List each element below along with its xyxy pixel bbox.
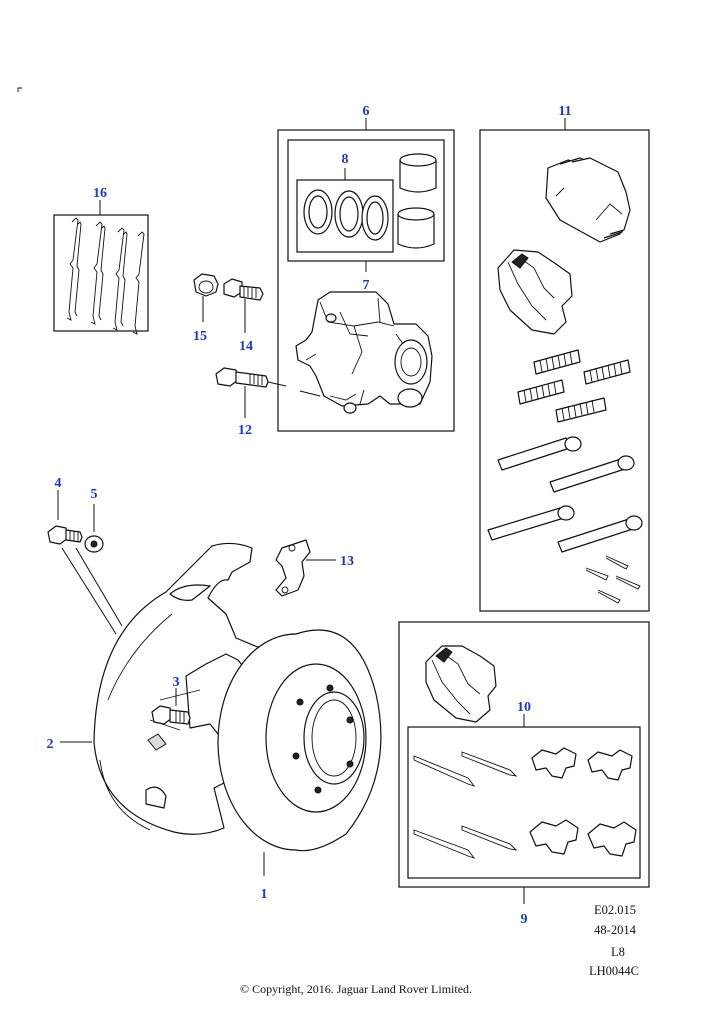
callout-8[interactable]: 8 — [342, 152, 349, 167]
pistons — [397, 153, 437, 249]
backing-plate-2 — [60, 542, 261, 835]
caliper-assembly-6 — [277, 118, 455, 432]
illustration-id: LH0044C — [589, 964, 639, 978]
callout-3[interactable]: 3 — [173, 675, 180, 690]
pad-kit-9 — [398, 621, 650, 904]
callout-10[interactable]: 10 — [517, 700, 531, 715]
bracket-13 — [275, 539, 336, 597]
callout-13[interactable]: 13 — [340, 554, 354, 569]
callout-12[interactable]: 12 — [238, 423, 252, 438]
callout-2[interactable]: 2 — [47, 737, 54, 752]
seals-8 — [303, 189, 389, 241]
corner-mark — [17, 87, 22, 92]
clip-kit-16 — [53, 200, 149, 335]
reference-block: E02.015 48-2014 L8 LH0044C — [589, 903, 639, 978]
bolt-4 — [47, 490, 83, 545]
callout-11[interactable]: 11 — [558, 104, 571, 119]
guide-bolt-14 — [223, 278, 264, 333]
guide-pins — [487, 436, 643, 553]
callout-4[interactable]: 4 — [55, 476, 62, 491]
caliper-7 — [295, 291, 433, 414]
reference-code: E02.015 — [594, 903, 636, 917]
callout-14[interactable]: 14 — [239, 339, 253, 354]
callout-16[interactable]: 16 — [93, 186, 107, 201]
springs — [517, 349, 631, 423]
callout-7[interactable]: 7 — [363, 278, 370, 293]
pad-pins-10 — [413, 751, 518, 859]
washer-5 — [84, 504, 104, 553]
bush-15 — [193, 273, 219, 322]
copyright-notice: © Copyright, 2016. Jaguar Land Rover Lim… — [240, 982, 472, 996]
callout-1[interactable]: 1 — [261, 887, 268, 902]
callout-5[interactable]: 5 — [91, 487, 98, 502]
reference-level: L8 — [611, 945, 625, 959]
brake-disc-1 — [217, 629, 382, 876]
callout-6[interactable]: 6 — [363, 104, 370, 119]
bolt-3 — [151, 688, 191, 725]
pad-kit-11 — [479, 118, 650, 612]
anti-rattle-clips-10 — [529, 747, 637, 857]
reference-date: 48-2014 — [594, 923, 636, 937]
callout-9[interactable]: 9 — [521, 912, 528, 927]
callout-15[interactable]: 15 — [193, 329, 207, 344]
caliper-bolt-12 — [215, 367, 321, 418]
